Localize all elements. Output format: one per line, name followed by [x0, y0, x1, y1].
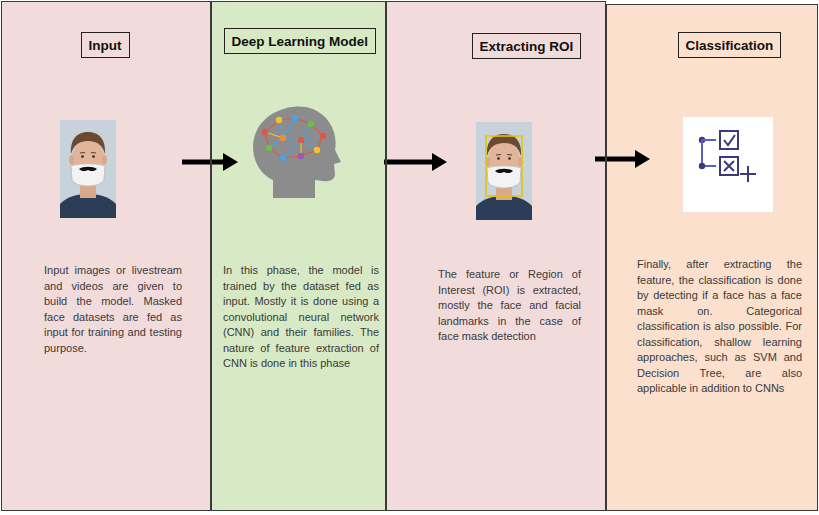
heading-text: Extracting ROI: [480, 38, 574, 55]
flow-arrow: [182, 153, 238, 171]
flow-arrow: [595, 150, 650, 168]
heading-box: Classification: [678, 32, 782, 58]
heading-box: Extracting ROI: [472, 33, 582, 59]
stage-panel: Finally, after extracting the feature, t…: [606, 4, 818, 511]
description-text: The feature or Region of Interest (ROI) …: [438, 267, 581, 345]
pink-ground: [386, 1, 606, 511]
roi-face-photo: [476, 122, 532, 220]
description-text: Input images or livestream and videos ar…: [44, 263, 182, 356]
heading-text: Classification: [686, 37, 774, 54]
stage-panel: The feature or Region of Interest (ROI) …: [386, 1, 606, 511]
classification-icon: [683, 117, 773, 212]
heading-box: Input: [81, 32, 130, 58]
heading-box: Deep Learning Model: [224, 28, 377, 54]
roi-box: [486, 136, 522, 196]
description-text: Finally, after extracting the feature, t…: [637, 257, 802, 397]
heading-text: Deep Learning Model: [232, 33, 369, 50]
green-ground: [211, 1, 386, 511]
pink-ground: [1, 1, 211, 511]
stage-panel: Input images or livestream and videos ar…: [1, 1, 211, 511]
orange-ground: [606, 4, 818, 511]
heading-text: Input: [89, 37, 122, 54]
description-text: In this phase, the model is trained by t…: [223, 263, 379, 372]
masked-face-photo: [60, 120, 116, 218]
flow-arrow: [384, 153, 447, 171]
brain-head-icon: [253, 107, 341, 198]
stage-panel: In this phase, the model is trained by t…: [211, 1, 386, 511]
